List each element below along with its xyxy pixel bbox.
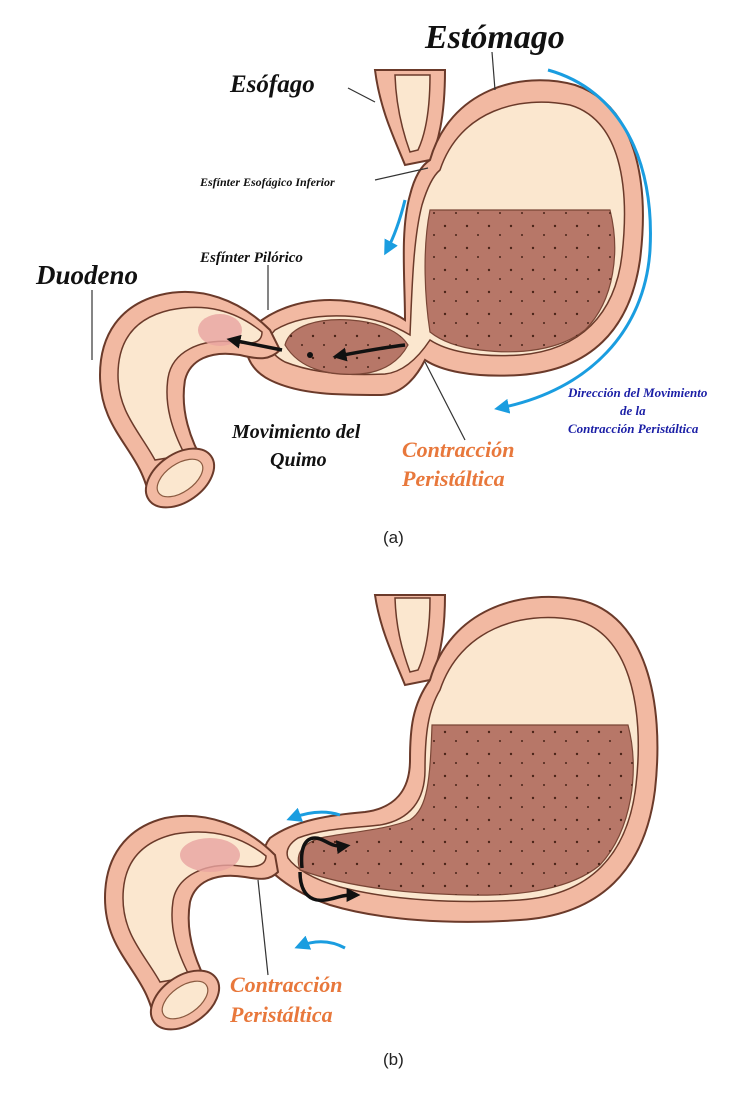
label-direction-line2: de la xyxy=(620,403,646,418)
label-peristaltic-contraction-line1: Contracción xyxy=(402,437,514,462)
panel-b: Contracción Peristáltica (b) xyxy=(103,594,659,1069)
label-b-contraction-line1: Contracción xyxy=(230,972,342,997)
retropulsion-arrow-2-b xyxy=(298,871,361,903)
label-lower-esophageal-sphincter: Esfínter Esofágico Inferior xyxy=(199,175,335,189)
esophagus-flow-arrow-a xyxy=(384,199,407,256)
peristalsis-arrow-lower-b xyxy=(294,935,346,950)
chyme-arrow-1-a xyxy=(226,334,283,352)
panel-a: Estómago Esófago Esfínter Esofágico Infe… xyxy=(35,19,708,547)
peristalsis-direction-arrow-a xyxy=(494,68,652,414)
label-b-contraction-line2: Peristáltica xyxy=(229,1002,333,1027)
label-peristaltic-contraction-line2: Peristáltica xyxy=(401,466,505,491)
label-duodenum: Duodeno xyxy=(35,260,138,290)
label-stomach: Estómago xyxy=(424,19,565,56)
esophagus-lumen-a xyxy=(394,74,431,153)
label-esophagus: Esófago xyxy=(229,71,315,98)
panel-label-a: (a) xyxy=(383,528,404,547)
chyme-arrow-2-a xyxy=(332,343,406,362)
label-chyme-movement-line1: Movimiento del xyxy=(231,421,361,443)
panel-label-b: (b) xyxy=(383,1050,404,1069)
label-direction-line1: Dirección del Movimiento xyxy=(567,385,708,400)
peristalsis-arrow-upper-b xyxy=(286,807,341,822)
label-pyloric-sphincter: Esfínter Pilórico xyxy=(199,250,303,266)
label-direction-line3: Contracción Peristáltica xyxy=(568,421,699,436)
esophagus-lumen-b xyxy=(394,597,431,673)
retropulsion-arrow-1-b xyxy=(299,836,351,869)
label-chyme-movement-line2: Quimo xyxy=(270,449,327,471)
